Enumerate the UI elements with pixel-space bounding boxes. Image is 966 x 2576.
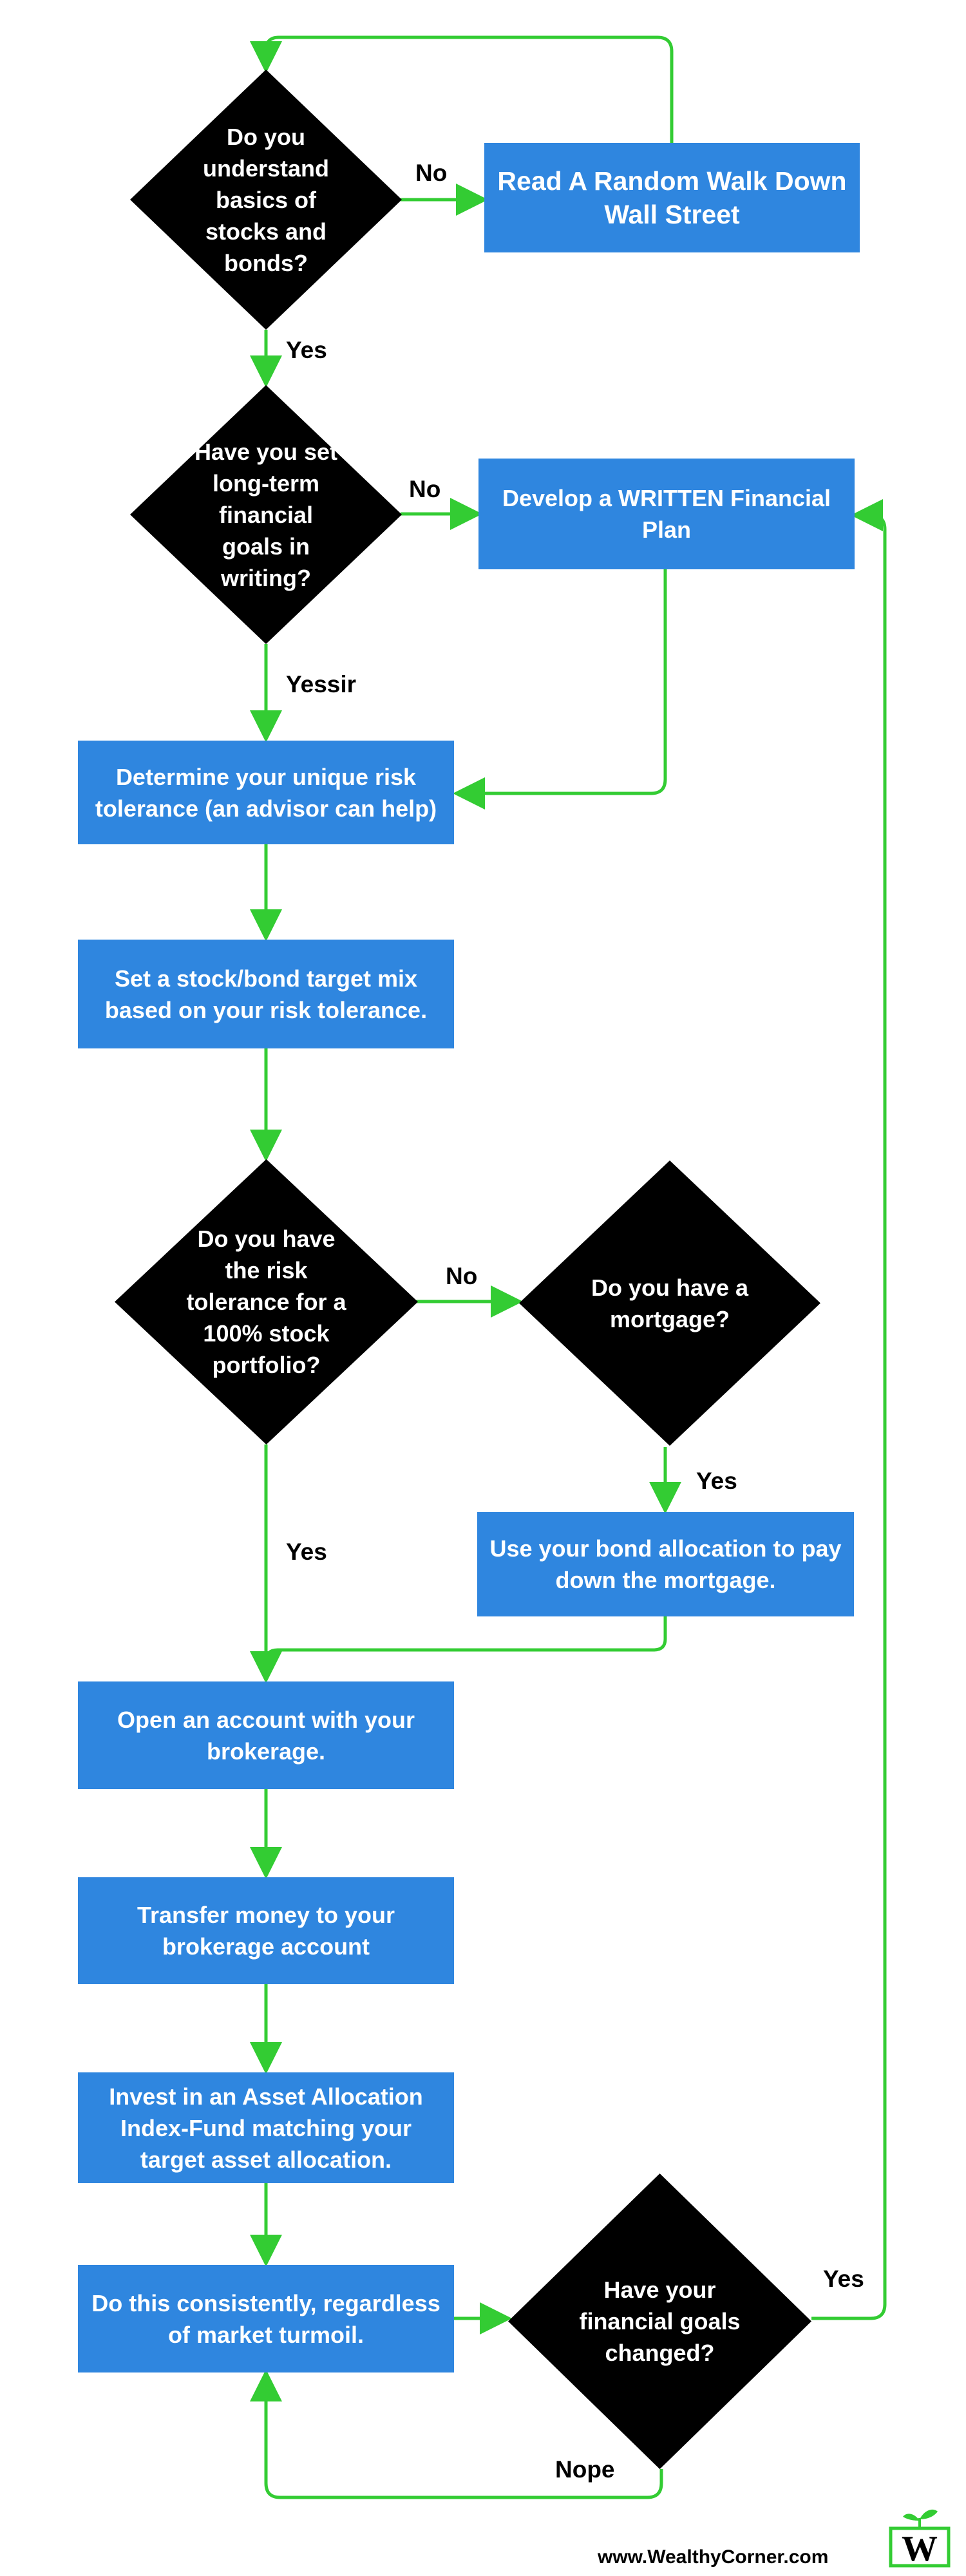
- edge-label-changed-no: Nope: [555, 2456, 615, 2483]
- decision-text: Have your financial goals changed?: [579, 2277, 741, 2366]
- edge-label-basics-no: No: [415, 160, 448, 186]
- decision-text: Have you set long-term financial goals i…: [194, 438, 338, 591]
- arrow-mortgage-to-open: [250, 1616, 667, 1683]
- arrow-changed-yes: [811, 499, 887, 2320]
- edge-label-goals-yes: Yessir: [286, 671, 357, 697]
- decision-100-stock: Do you have the risk tolerance for a 100…: [115, 1159, 418, 1444]
- decision-text: Do you understand basics of stocks and b…: [202, 123, 329, 276]
- step-read-random-walk: Read A Random Walk Down Wall Street: [484, 143, 860, 252]
- step-transfer-money: Transfer money to your brokerage account: [78, 1877, 454, 1984]
- step-target-mix: Set a stock/bond target mix based on you…: [78, 940, 454, 1048]
- edge-label-stock-no: No: [446, 1263, 478, 1289]
- edge-label-basics-yes: Yes: [286, 337, 327, 363]
- edge-label-changed-yes: Yes: [823, 2266, 864, 2292]
- edge-label-goals-no: No: [409, 476, 441, 502]
- decision-goals-in-writing: Have you set long-term financial goals i…: [130, 385, 402, 644]
- decision-text: Do you have a mortgage?: [591, 1274, 749, 1332]
- step-do-consistently: Do this consistently, regardless of mark…: [78, 2265, 454, 2372]
- step-risk-tolerance: Determine your unique risk tolerance (an…: [78, 741, 454, 844]
- footer-url: www.WealthyCorner.com: [598, 2546, 829, 2568]
- step-open-account: Open an account with your brokerage.: [78, 1681, 454, 1789]
- edge-label-mortgage-yes: Yes: [696, 1468, 737, 1494]
- step-pay-down-mortgage: Use your bond allocation to pay down the…: [477, 1512, 854, 1616]
- decision-have-mortgage: Do you have a mortgage?: [519, 1160, 820, 1446]
- arrow-changed-no: [250, 2369, 663, 2499]
- arrow-plan-to-risk: [453, 569, 667, 810]
- decision-text: Do you have the risk tolerance for a 100…: [186, 1226, 346, 1378]
- logo-letter: W: [902, 2529, 938, 2568]
- decision-understand-basics: Do you understand basics of stocks and b…: [130, 70, 402, 330]
- wealthy-corner-logo-icon: W: [889, 2509, 951, 2568]
- decision-goals-changed: Have your financial goals changed?: [508, 2174, 811, 2469]
- edge-label-stock-yes: Yes: [286, 1539, 327, 1565]
- step-invest-index-fund: Invest in an Asset Allocation Index-Fund…: [78, 2072, 454, 2183]
- arrow-read-loop: [250, 35, 674, 143]
- step-written-plan: Develop a WRITTEN Financial Plan: [478, 459, 855, 569]
